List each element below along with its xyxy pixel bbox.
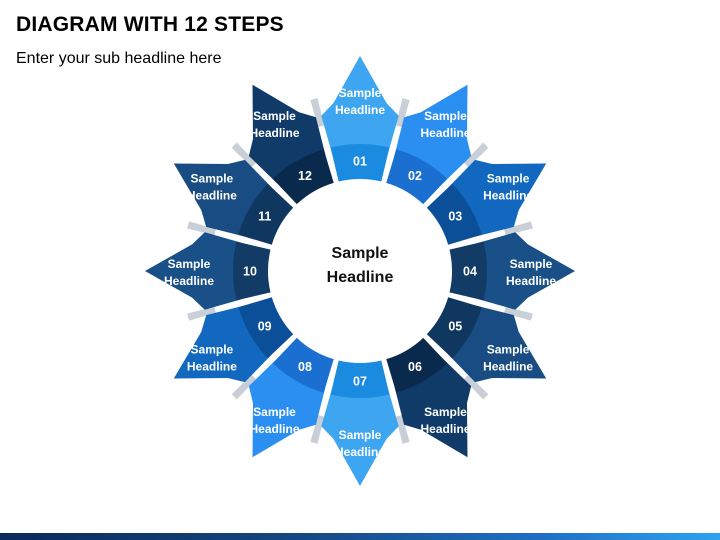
step-08-label-line2: Headline (249, 422, 299, 436)
step-connector (187, 306, 216, 321)
step-12-number: 12 (298, 169, 312, 183)
step-06-label-line1: Sample (424, 405, 467, 419)
step-03-label-line2: Headline (483, 189, 533, 203)
step-connector (463, 142, 489, 168)
step-11-label-line2: Headline (187, 189, 237, 203)
center-headline: Sample Headline (327, 245, 394, 286)
step-09-label-line2: Headline (187, 360, 237, 374)
step-05-label-line1: Sample (487, 343, 530, 357)
step-connector (231, 374, 257, 400)
step-09-ring (238, 297, 294, 359)
step-05-label-line2: Headline (483, 360, 533, 374)
step-07-ring (330, 360, 390, 398)
step-segments: 01SampleHeadline02SampleHeadline03Sample… (145, 56, 575, 486)
step-03-number: 03 (448, 210, 462, 224)
step-06-label-line2: Headline (420, 422, 470, 436)
step-02-label-line2: Headline (420, 126, 470, 140)
step-connector (504, 306, 533, 321)
step-connector (310, 415, 325, 444)
center-headline-line2: Headline (327, 269, 394, 286)
step-05-ring (426, 297, 482, 359)
connector-layer (187, 98, 533, 444)
step-05-number: 05 (448, 320, 462, 334)
step-02-number: 02 (408, 169, 422, 183)
step-04-number: 04 (463, 265, 477, 279)
page-subtitle: Enter your sub headline here (16, 50, 222, 67)
step-04-label-line1: Sample (510, 257, 553, 271)
step-02-label-line1: Sample (424, 109, 467, 123)
step-10-label-line2: Headline (164, 274, 214, 288)
step-07-petal (321, 388, 399, 486)
step-08-ring (272, 337, 334, 393)
step-connector (231, 142, 257, 168)
step-04-petal (477, 232, 575, 310)
step-07-label-line2: Headline (335, 445, 385, 459)
step-10-petal (145, 232, 243, 310)
step-08-label-line1: Sample (253, 405, 296, 419)
step-connector (395, 98, 410, 127)
step-12-ring (272, 149, 334, 205)
step-11-label-line1: Sample (191, 172, 234, 186)
step-06-number: 06 (408, 360, 422, 374)
step-connector (463, 374, 489, 400)
step-connector (504, 221, 533, 236)
step-connector (187, 221, 216, 236)
step-11-ring (238, 183, 294, 245)
step-04-ring (449, 241, 487, 301)
page-title: DIAGRAM WITH 12 STEPS (16, 13, 284, 36)
step-01-label-line1: Sample (339, 86, 382, 100)
bottom-accent-bar (0, 533, 720, 540)
center-headline-line1: Sample (332, 245, 389, 262)
step-12-label-line1: Sample (253, 109, 296, 123)
step-10-ring (233, 241, 271, 301)
step-06-ring (386, 337, 448, 393)
step-10-label-line1: Sample (168, 257, 211, 271)
step-01-label-line2: Headline (335, 103, 385, 117)
step-03-label-line1: Sample (487, 172, 530, 186)
step-08-number: 08 (298, 360, 312, 374)
step-connector (395, 415, 410, 444)
step-09-label-line1: Sample (191, 343, 234, 357)
step-01-petal (321, 56, 399, 154)
step-11-number: 11 (258, 210, 271, 224)
step-connector (310, 98, 325, 127)
step-10-number: 10 (243, 265, 257, 279)
step-02-ring (386, 149, 448, 205)
step-03-ring (426, 183, 482, 245)
step-04-label-line2: Headline (506, 274, 556, 288)
step-07-number: 07 (353, 375, 367, 389)
step-12-label-line2: Headline (249, 126, 299, 140)
step-01-ring (330, 144, 390, 182)
step-01-number: 01 (353, 155, 367, 169)
step-09-number: 09 (258, 320, 272, 334)
step-07-label-line1: Sample (339, 428, 382, 442)
